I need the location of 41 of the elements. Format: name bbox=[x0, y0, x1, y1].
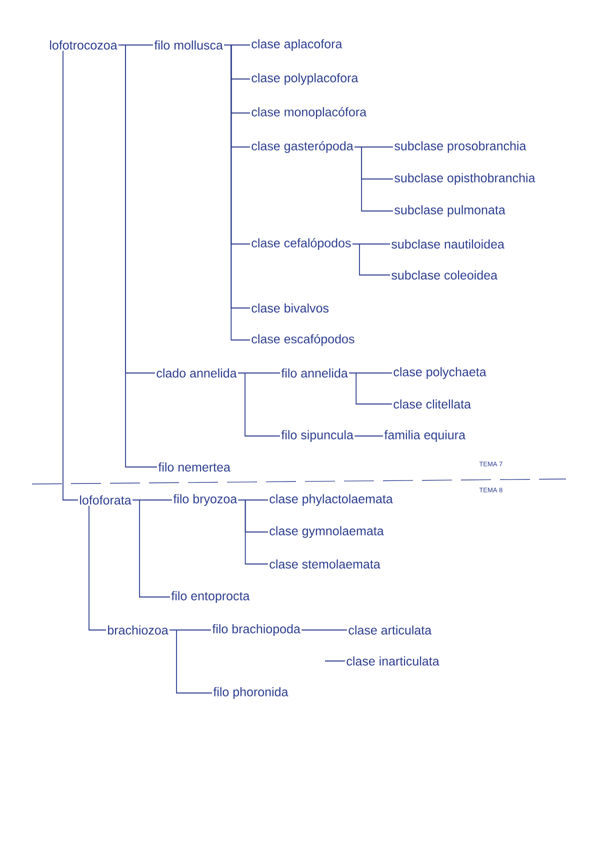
tree-connector bbox=[324, 660, 346, 662]
tree-connector bbox=[354, 146, 394, 212]
tree-connector bbox=[238, 500, 268, 564]
taxon-label: clado annelida bbox=[156, 368, 237, 378]
taxon-label: clase stemolaemata bbox=[270, 559, 380, 569]
tree-connector bbox=[352, 244, 390, 276]
taxon-label: clase articulata bbox=[348, 625, 432, 635]
taxon-label: subclase pulmonata bbox=[394, 205, 506, 217]
taxon-label: lofotrocozoa bbox=[50, 40, 118, 50]
taxon-label: clase aplacofora bbox=[252, 39, 342, 51]
taxon-label: subclase coleoidea bbox=[392, 270, 498, 280]
taxon-label: clase clitellata bbox=[394, 399, 471, 409]
taxon-label: filo sipuncula bbox=[281, 430, 354, 442]
taxon-label: clase phylactolaemata bbox=[270, 494, 393, 506]
taxon-label: clase escafópodos bbox=[252, 334, 354, 346]
taxon-label: subclase opisthobranchia bbox=[394, 173, 536, 185]
tree-connector bbox=[118, 44, 158, 468]
taxon-label: filo bryozoa bbox=[173, 494, 238, 506]
taxon-label: clase polyplacofora bbox=[252, 73, 358, 85]
tree-connector bbox=[348, 372, 392, 404]
taxon-label: filo mollusca bbox=[154, 40, 223, 50]
taxon-label: clase bivalvos bbox=[252, 303, 329, 313]
taxon-label: filo phoronida bbox=[213, 687, 288, 699]
tree-connector bbox=[132, 500, 170, 598]
taxon-label: familia equiura bbox=[384, 430, 466, 442]
taxon-label: clase cefalópodos bbox=[252, 238, 351, 250]
tree-connector bbox=[238, 372, 280, 436]
tree-connector bbox=[169, 630, 212, 694]
taxon-label: filo brachiopoda bbox=[212, 624, 300, 636]
taxon-label: filo annelida bbox=[281, 368, 348, 378]
taxon-label: subclase nautiloidea bbox=[392, 239, 504, 249]
taxon-label: clase gymnolaemata bbox=[270, 526, 384, 538]
taxon-label: filo nemertea bbox=[158, 462, 230, 472]
taxon-label: clase inarticulata bbox=[346, 656, 440, 666]
taxon-label: brachiozoa bbox=[108, 625, 168, 635]
taxon-label: lofoforata bbox=[80, 495, 132, 505]
taxon-label: filo entoprocta bbox=[171, 591, 250, 603]
taxon-label: clase gasterópoda bbox=[252, 141, 354, 153]
taxon-label: clase polychaeta bbox=[394, 367, 486, 379]
taxon-label: clase monoplacófora bbox=[252, 107, 366, 119]
taxon-label: subclase prosobranchia bbox=[394, 141, 526, 153]
